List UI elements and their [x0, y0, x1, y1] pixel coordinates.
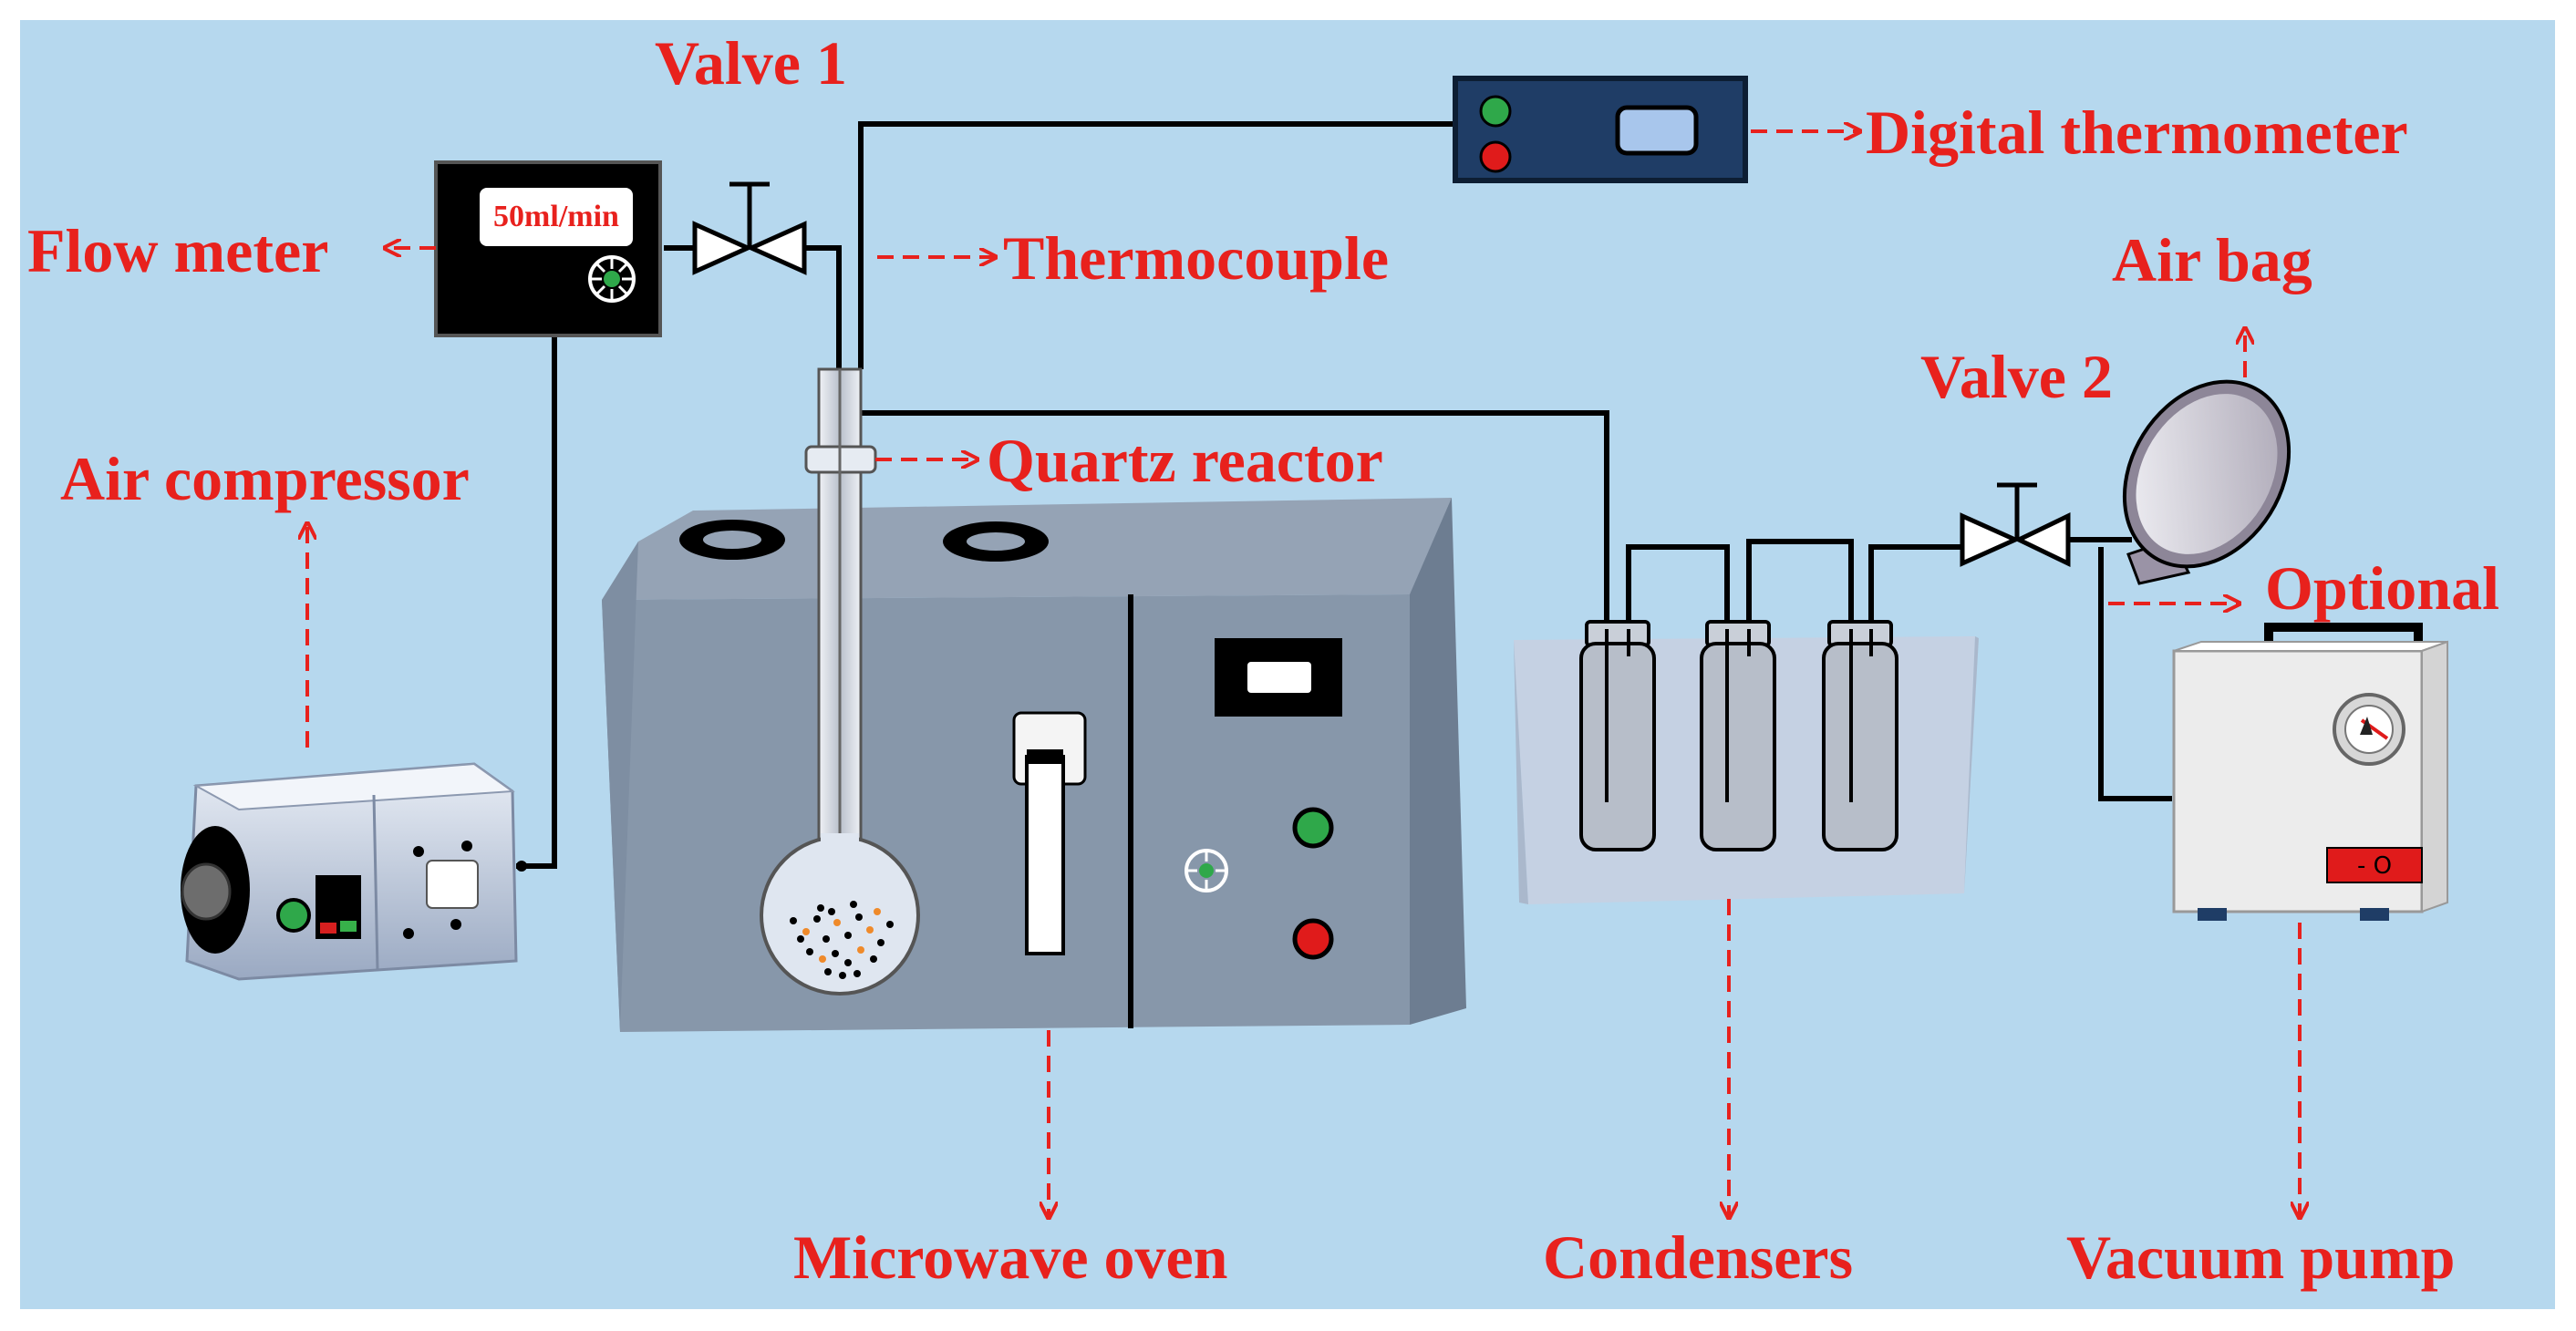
- microwave-oven: [602, 498, 1466, 1032]
- indicator-light-icon: [1479, 95, 1512, 128]
- valve-icon: [692, 181, 807, 275]
- label-condensers: Condensers: [1543, 1223, 1853, 1292]
- valve-icon: [1960, 482, 2071, 567]
- label-vacuum-pump: Vacuum pump: [2066, 1223, 2455, 1292]
- power-button-icon: [1292, 918, 1334, 960]
- condensers: [1514, 620, 1979, 904]
- flow-meter: 50ml/min: [434, 160, 662, 337]
- dial-icon: [588, 255, 636, 303]
- label-arrows: [307, 131, 2300, 1218]
- label-flow-meter: Flow meter: [27, 216, 328, 285]
- label-valve-2: Valve 2: [1920, 342, 2113, 411]
- condenser-bottle-2: [1700, 620, 1776, 851]
- air-bag: [2122, 379, 2292, 585]
- digital-thermometer: [1453, 76, 1748, 183]
- indicator-light-icon: [276, 898, 311, 933]
- dial-icon: [1185, 849, 1228, 892]
- condenser-bottle-3: [1822, 620, 1898, 851]
- quartz-reactor: [760, 367, 920, 996]
- label-thermocouple: Thermocouple: [1003, 223, 1389, 293]
- label-microwave-oven: Microwave oven: [793, 1223, 1228, 1292]
- indicator-light-icon: [1479, 140, 1512, 173]
- label-quartz-reactor: Quartz reactor: [987, 426, 1383, 495]
- sample-particles: [790, 901, 894, 979]
- label-optional: Optional: [2265, 553, 2499, 623]
- gauge-icon: [2333, 693, 2405, 766]
- condenser-bottle-1: [1579, 620, 1656, 851]
- label-air-bag: Air bag: [2112, 225, 2312, 294]
- diagram-labels: Valve 1 Flow meter Thermocouple Digital …: [27, 28, 2499, 1292]
- flow-meter-display: 50ml/min: [493, 200, 619, 233]
- pipe-network: [516, 121, 2172, 869]
- pump-switch: - O: [2357, 852, 2392, 880]
- valve-2: [1960, 482, 2071, 567]
- vacuum-pump: - O: [2172, 623, 2448, 921]
- label-digital-thermometer: Digital thermometer: [1866, 98, 2408, 167]
- power-button-icon: [1292, 807, 1334, 849]
- air-compressor: [181, 762, 527, 981]
- label-air-compressor: Air compressor: [60, 444, 470, 513]
- label-valve-1: Valve 1: [655, 28, 847, 98]
- valve-1: [692, 181, 807, 275]
